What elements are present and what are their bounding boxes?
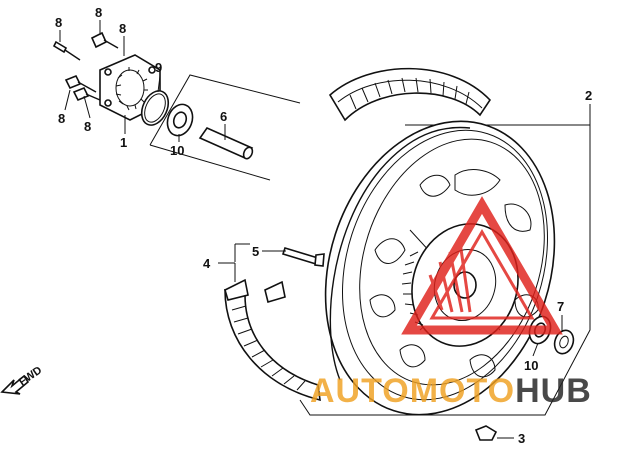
watermark-triangle-inner [429, 229, 535, 320]
assembly-frame [149, 74, 591, 416]
callout-10-lower: 10 [524, 358, 538, 373]
callout-2: 2 [585, 88, 592, 103]
callout-3: 3 [518, 431, 525, 446]
callout-8-e: 8 [84, 119, 91, 134]
tire-lower [224, 278, 321, 402]
tire-upper [328, 67, 492, 122]
callout-numbers: 8 8 8 8 8 1 9 10 6 2 5 4 7 10 3 [55, 5, 592, 446]
watermark-hatch [428, 241, 472, 313]
callout-8-d: 8 [58, 111, 65, 126]
callout-9: 9 [155, 60, 162, 75]
o-ring [140, 90, 170, 126]
callout-4: 4 [203, 256, 211, 271]
watermark-triangle [401, 196, 563, 335]
callout-8-a: 8 [55, 15, 62, 30]
svg-text:AUTOMOTOHUB: AUTOMOTOHUB [310, 372, 592, 410]
tire-valve [281, 247, 325, 267]
callout-7: 7 [557, 299, 564, 314]
watermark-text-moto: MOTO [410, 372, 515, 410]
watermark-logo: AUTOMOTOHUB [310, 196, 592, 410]
balance-weight [474, 425, 498, 441]
callout-1: 1 [120, 135, 127, 150]
callout-6: 6 [220, 109, 227, 124]
watermark-text-auto: AUTO [310, 372, 410, 410]
fwd-arrow: FWD [0, 364, 44, 395]
fwd-label: FWD [17, 364, 44, 388]
watermark-text-hub: HUB [515, 372, 592, 410]
leader-lines [59, 20, 591, 439]
dust-seal [553, 329, 575, 355]
callout-8-c: 8 [119, 21, 126, 36]
distance-collar [198, 127, 254, 160]
callout-10-upper: 10 [170, 143, 184, 158]
flange-bolts [52, 31, 119, 102]
callout-5: 5 [252, 244, 259, 259]
bearing-upper [166, 103, 194, 137]
callout-8-b: 8 [95, 5, 102, 20]
